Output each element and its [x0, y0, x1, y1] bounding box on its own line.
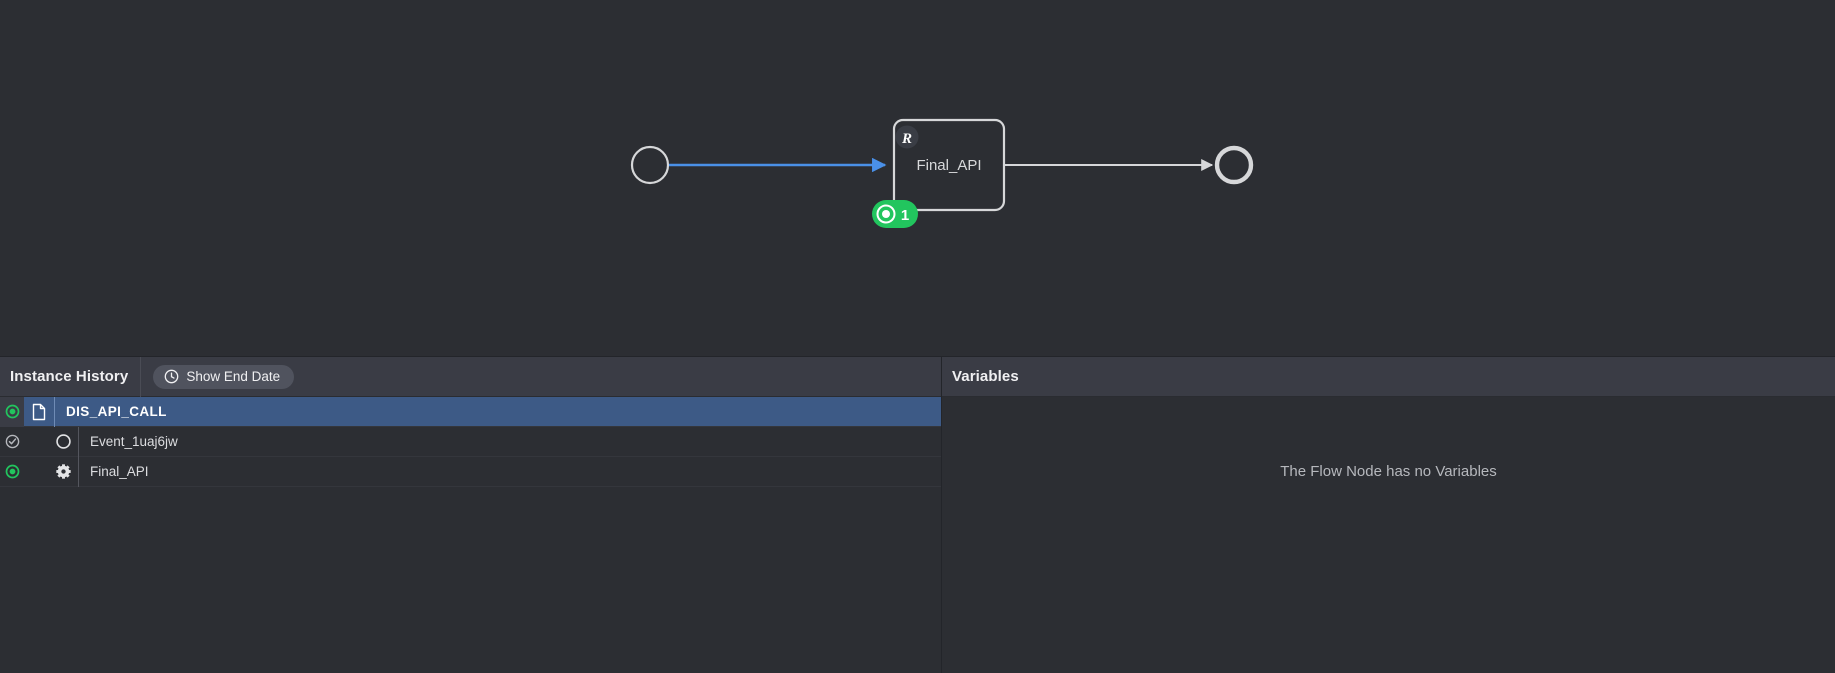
row-indent [24, 457, 48, 487]
instance-history-title: Instance History [10, 368, 129, 385]
bpmn-task-final-api[interactable]: R Final_API [892, 118, 1006, 212]
row-indent [24, 427, 48, 457]
variables-panel: Variables The Flow Node has no Variables [942, 357, 1835, 673]
history-row-label: Final_API [78, 456, 941, 487]
bpmn-diagram-canvas[interactable]: R Final_API 1 [0, 0, 1835, 356]
variables-empty-message: The Flow Node has no Variables [1280, 463, 1497, 480]
active-circle-icon [0, 397, 24, 427]
active-instance-count: 1 [901, 207, 909, 224]
service-task-gear-icon [48, 457, 78, 487]
header-divider [140, 356, 142, 397]
history-row-label: DIS_API_CALL [54, 397, 941, 427]
instance-history-header: Instance History Show End Date [0, 356, 941, 397]
history-row-label: Event_1uaj6jw [78, 426, 941, 457]
history-row-event-1uaj6jw[interactable]: Event_1uaj6jw [0, 426, 941, 457]
show-end-date-button[interactable]: Show End Date [153, 364, 295, 389]
history-row-final-api[interactable]: Final_API [0, 456, 941, 487]
variables-body: The Flow Node has no Variables [942, 397, 1835, 673]
instance-history-panel: Instance History Show End Date [0, 356, 942, 673]
variables-header: Variables [942, 357, 1835, 397]
process-document-icon [24, 397, 54, 427]
clock-icon [164, 369, 179, 384]
task-label-final-api: Final_API [916, 157, 981, 174]
task-retries-marker: R [901, 131, 912, 147]
instance-history-list[interactable]: DIS_API_CALL [0, 397, 941, 673]
completed-check-icon [0, 427, 24, 457]
bpmn-start-event[interactable] [630, 145, 670, 185]
history-row-dis-api-call[interactable]: DIS_API_CALL [0, 397, 941, 427]
active-instance-badge[interactable]: 1 [872, 196, 918, 228]
bpmn-end-event[interactable] [1214, 145, 1254, 185]
variables-title: Variables [952, 368, 1019, 385]
bottom-panels: Instance History Show End Date [0, 356, 1835, 673]
show-end-date-label: Show End Date [186, 369, 281, 384]
event-circle-icon [48, 427, 78, 457]
active-circle-icon [0, 457, 24, 487]
